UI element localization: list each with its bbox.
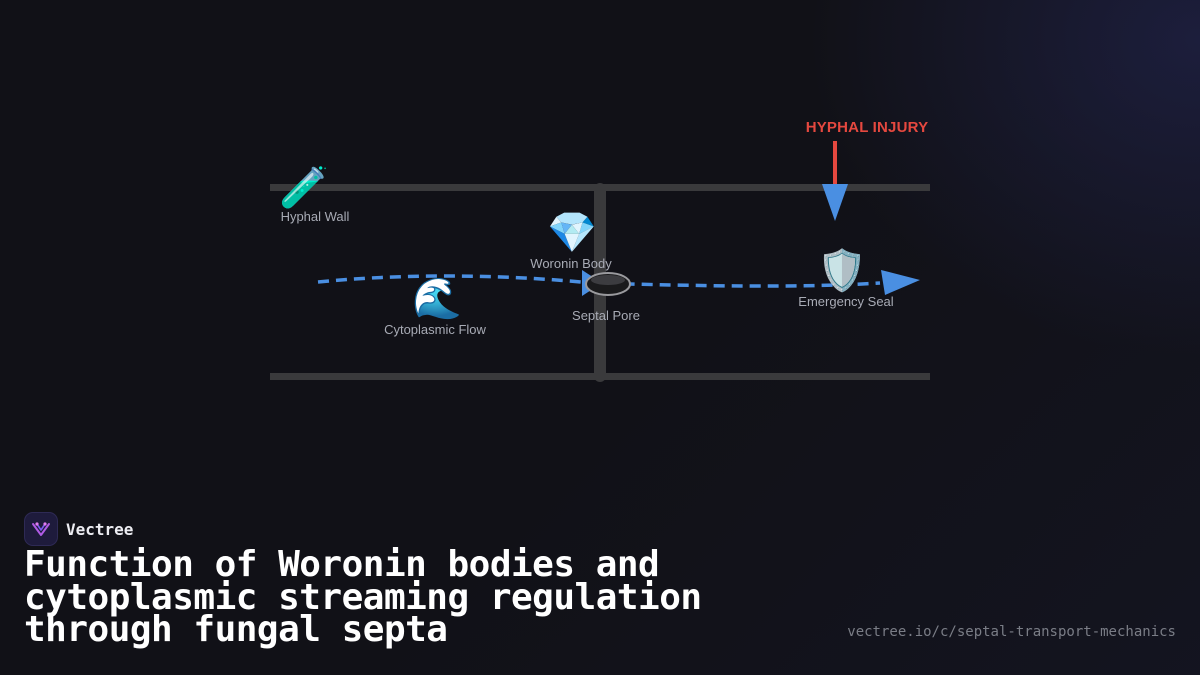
wave-icon: 🌊 xyxy=(412,275,462,322)
flow-arrowhead-end xyxy=(881,270,920,295)
vectree-logo-icon xyxy=(24,512,58,546)
injury-arrowhead xyxy=(822,184,848,221)
septum-upper xyxy=(594,183,606,283)
septum-lower xyxy=(594,284,606,382)
page-title: Function of Woronin bodies and cytoplasm… xyxy=(24,544,702,650)
woronin-body-label: Woronin Body xyxy=(530,256,612,271)
septal-pore-label: Septal Pore xyxy=(572,308,640,323)
cytoplasmic-flow-label: Cytoplasmic Flow xyxy=(384,322,486,337)
brand-name: Vectree xyxy=(66,519,134,539)
injury-arrow-shaft xyxy=(833,141,837,187)
hyphal-wall-label: Hyphal Wall xyxy=(281,209,350,224)
emergency-seal-label: Emergency Seal xyxy=(798,294,893,309)
septal-pore-shine xyxy=(591,275,625,285)
source-url: vectree.io/c/septal-transport-mechanics xyxy=(847,624,1176,640)
shield-icon: 🛡️ xyxy=(817,247,867,294)
test-tube-icon: 🧪 xyxy=(279,165,329,211)
gem-icon: 💎 xyxy=(547,210,597,256)
brand: Vectree xyxy=(24,512,133,546)
hyphal-injury-label: HYPHAL INJURY xyxy=(806,119,929,136)
